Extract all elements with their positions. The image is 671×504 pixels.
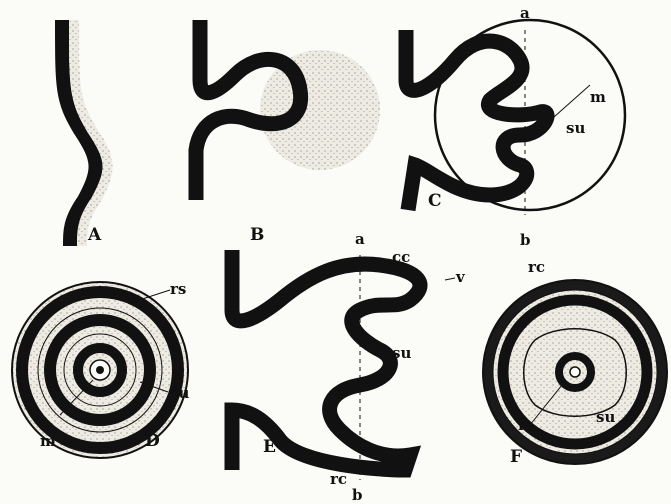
c-su-label: su bbox=[566, 119, 585, 137]
f-rc-label: rc bbox=[528, 258, 545, 276]
panel-e bbox=[232, 250, 420, 480]
e-axis-a-label: a bbox=[355, 230, 365, 248]
e-axis-b-label: b bbox=[352, 486, 363, 504]
label-panel-c: C bbox=[428, 191, 442, 211]
e-su-label: su bbox=[392, 344, 411, 362]
e-v-label: v bbox=[455, 268, 466, 286]
d-su-label: su bbox=[170, 384, 189, 402]
c-m-label: m bbox=[590, 88, 606, 106]
panel-c bbox=[406, 20, 625, 215]
panel-d bbox=[12, 282, 188, 458]
d-m-label: m bbox=[40, 432, 56, 450]
panel-b bbox=[196, 20, 380, 200]
label-panel-e: E bbox=[263, 437, 276, 457]
f-m-label: m bbox=[518, 416, 534, 434]
c-axis-b-label: b bbox=[520, 231, 531, 249]
panel-f bbox=[483, 280, 667, 464]
c-axis-a-label: a bbox=[520, 4, 530, 22]
label-panel-a: A bbox=[87, 225, 102, 245]
panel-a bbox=[62, 20, 108, 246]
d-rs-label: rs bbox=[170, 280, 186, 298]
e-rc-label: rc bbox=[330, 470, 347, 488]
label-panel-d: D bbox=[145, 431, 160, 451]
e-cc-label: cc bbox=[392, 248, 410, 266]
label-panel-b: B bbox=[250, 225, 264, 245]
label-panel-f: F bbox=[510, 447, 522, 467]
f-su-label: su bbox=[596, 408, 615, 426]
